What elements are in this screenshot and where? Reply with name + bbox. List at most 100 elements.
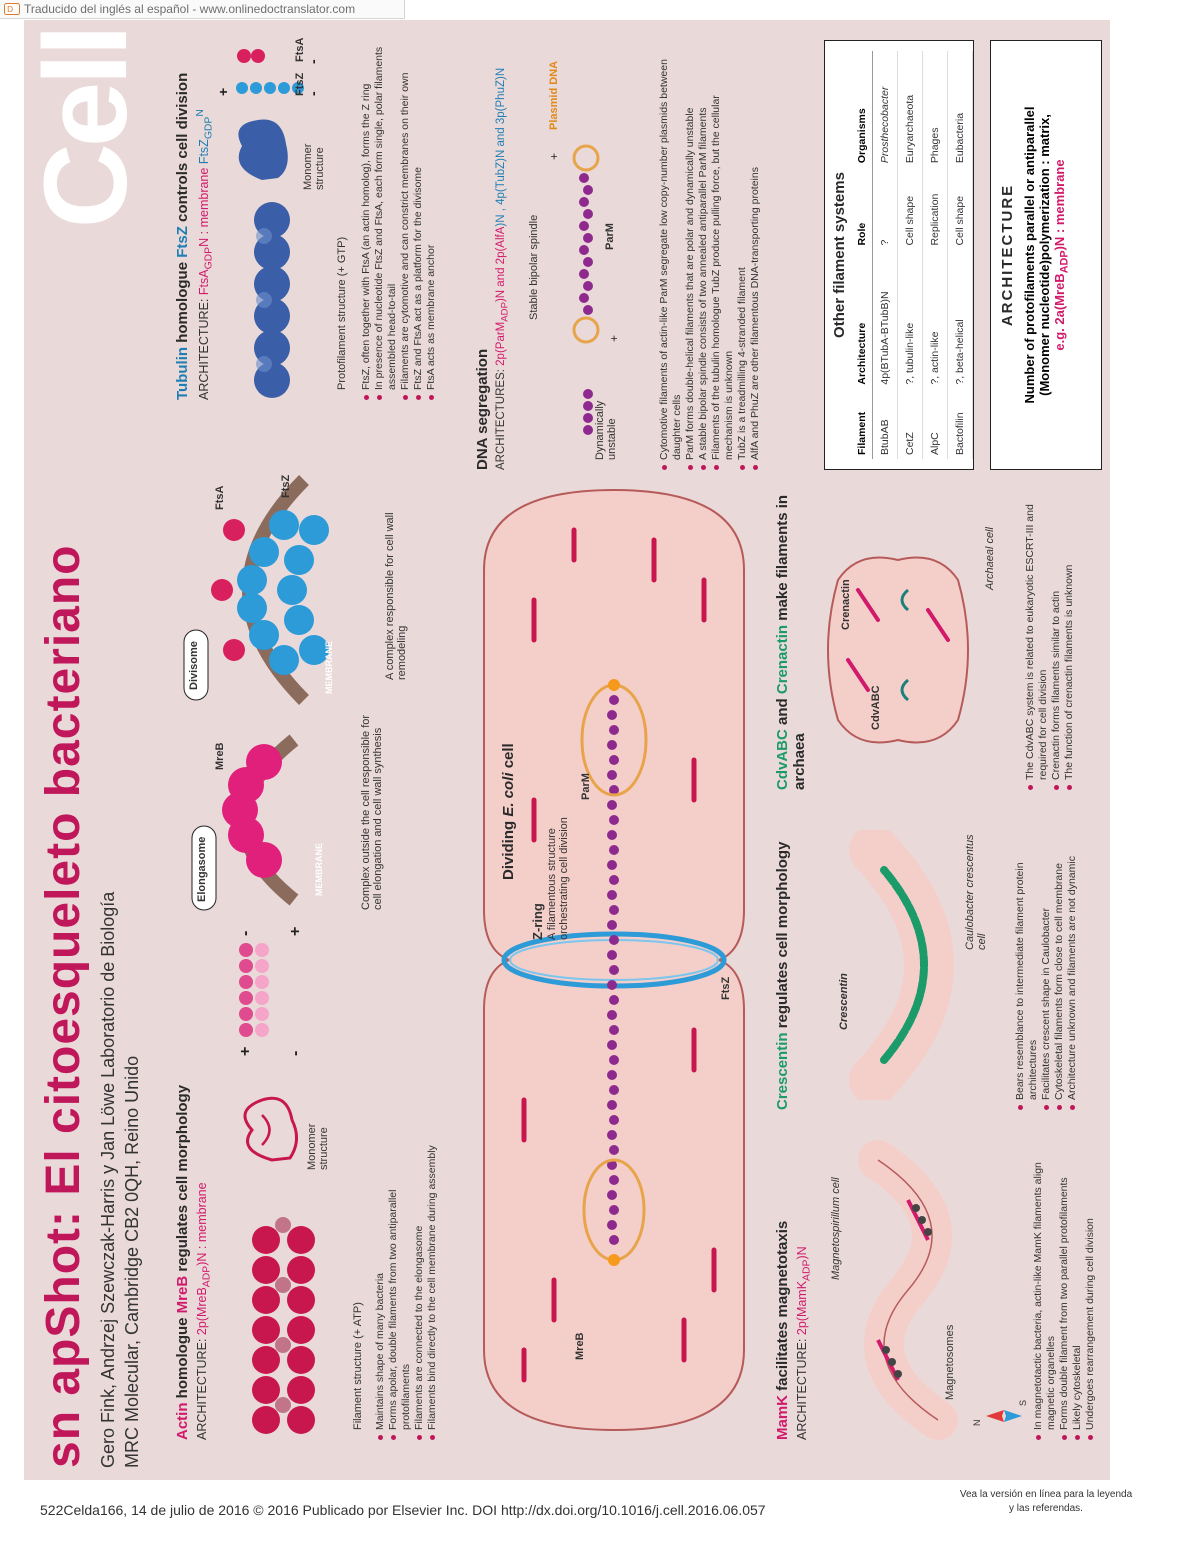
elongasome-membrane-label: MEMBRANE: [314, 843, 324, 896]
dna-section: DNA segregation ARCHITECTURES: 2p(ParMAD…: [474, 30, 774, 470]
dna-bullet-list: Cytomotive filaments of actin-like ParM …: [658, 40, 762, 470]
table-cell: BtubAB: [872, 388, 898, 459]
svg-text:+: +: [547, 153, 561, 160]
table-row: CetZ ?, tubulin-like Cell shape Euryarch…: [897, 51, 923, 459]
svg-text:+: +: [215, 88, 231, 96]
tubulin-arch-tail-sup: N: [195, 109, 206, 117]
svg-text:-: -: [237, 931, 254, 936]
actin-arch-rest: )N : membrane: [195, 1182, 209, 1266]
list-item: FtsA acts as membrane anchor: [425, 40, 438, 400]
translate-icon: D: [4, 3, 20, 15]
page-title: sn apShot: El citoesqueleto bacteriano: [37, 544, 90, 1469]
table-row: BtubAB 4p(BTubA-BTubB)N ? Prosthecobacte…: [872, 51, 898, 459]
mreb-filament: [252, 1217, 315, 1434]
translator-banner[interactable]: D Traducido del inglés al español - www.…: [0, 0, 405, 19]
crescentin-section: Crescentin regulates cell morphology Cre…: [774, 810, 1104, 1110]
table-header: Organisms: [852, 51, 873, 168]
divisome-panel: Divisome MEMBRANE FtsA FtsZ A complex re…: [174, 420, 454, 720]
authors-line-1: Gero Fink, Andrzej Szewczak-Harris y Jan…: [98, 891, 118, 1468]
ecoli-title-a: Dividing: [500, 816, 517, 880]
actin-arch-sub: ADP: [201, 1265, 213, 1288]
divisome-ftsz-label: FtsZ: [280, 474, 292, 498]
crescentin-label: Crescentin: [838, 973, 850, 1030]
list-item: FtsZ, often together with FtsA (an actin…: [360, 40, 373, 400]
poster: sn apShot: El citoesqueleto bacteriano G…: [20, 20, 1110, 1480]
list-item: Filaments of the tubulin homologue TubZ …: [710, 40, 736, 470]
cdv-name1: CdvABC: [774, 729, 791, 790]
crescentin-suffix: regulates cell morphology: [774, 841, 791, 1033]
footnote: Vea la versión en línea para la leyenda …: [959, 1489, 1133, 1514]
tubulin-architecture: ARCHITECTURE: FtsAGDPN : membrane FtsZGD…: [195, 30, 215, 400]
dna-plasmid-label: Plasmid DNA: [548, 60, 560, 130]
elongasome-diagram: [191, 734, 299, 911]
table-cell: Phages: [922, 51, 948, 168]
tubulin-arch-label: ARCHITECTURE:: [197, 295, 212, 400]
list-item: The function of crenactin filaments is u…: [1063, 490, 1076, 790]
elongasome-panel: Elongasome MEMBRANE MreB Complex outside…: [174, 660, 454, 920]
dna-arch-rest2: )N , 4p(TubZ: [495, 161, 507, 227]
ftsz-ftsa-polarity: + - -: [215, 49, 321, 96]
authors-line-2: MRC Molecular, Cambridge CB2 0QH, Reino …: [122, 1055, 142, 1468]
list-item: Maintains shape of many bacteria: [374, 1140, 387, 1440]
actin-section-title: Actin homologue MreB regulates cell morp…: [174, 900, 191, 1440]
tubulin-monomer-caption: Monomer structure: [302, 143, 326, 190]
ecoli-ftsz-label: FtsZ: [720, 976, 732, 1000]
elongasome-mreb-label: MreB: [214, 742, 226, 770]
table-cell: ?, actin-like: [922, 249, 948, 389]
tubulin-proto-caption: Protofilament structure (+ GTP): [336, 236, 348, 390]
list-item: Filaments are cytomotive and can constri…: [399, 40, 412, 400]
divisome-label: Divisome: [188, 641, 200, 690]
list-item: FtsZ and FtsA act as a platform for the …: [412, 40, 425, 400]
divisome-diagram: [183, 475, 329, 705]
actin-monomer-caption: Monomer structure: [306, 1123, 330, 1170]
list-item: AlfA and PhuZ are other filamentous DNA-…: [749, 40, 762, 470]
actin-bullet-list: Maintains shape of many bacteria Forms a…: [374, 1140, 439, 1440]
tubulin-section: Tubulin homologue FtsZ controls cell div…: [174, 30, 474, 400]
cdv-title: CdvABC and Crenactin make filaments in a…: [774, 490, 808, 790]
list-item: Filaments bind directly to the cell memb…: [426, 1140, 439, 1440]
table-header: Filament: [852, 388, 873, 459]
table-row: Bactofilin ?, beta-helical Cell shape Eu…: [947, 51, 973, 459]
table-header-row: Filament Architecture Role Organisms: [852, 51, 873, 459]
table-cell: CetZ: [897, 388, 923, 459]
ecoli-cell-diagram: [483, 488, 745, 1432]
crescentin-title: Crescentin regulates cell morphology: [774, 810, 791, 1110]
svg-text:-: -: [287, 1051, 304, 1056]
architecture-line3-sub: ADP: [1058, 250, 1071, 274]
actin-arch-label: ARCHITECTURE:: [195, 1335, 209, 1440]
other-filaments-table: Filament Architecture Role Organisms Btu…: [852, 51, 973, 459]
table-cell: Replication: [922, 167, 948, 250]
tubulin-arch-rest: N : membrane: [197, 167, 212, 247]
table-cell: ?, tubulin-like: [897, 249, 923, 389]
mamk-arch-rest: )N: [795, 1246, 809, 1260]
table-cell: ?, beta-helical: [947, 249, 973, 389]
list-item: Cytoskeletal filaments form close to cel…: [1053, 810, 1066, 1110]
dna-arch-label: ARCHITECTURES:: [495, 365, 507, 470]
mamk-arch-sub: ADP: [801, 1259, 813, 1281]
tubulin-arch-tail: FtsZ: [197, 139, 212, 165]
mamk-name: MamK: [774, 1394, 791, 1440]
svg-text:-: -: [305, 59, 321, 64]
table-header: Role: [852, 167, 873, 250]
actin-prefix: Actin: [174, 1402, 191, 1441]
cdv-crenactin-label: Crenactin: [840, 579, 852, 630]
dna-parm-label: ParM: [604, 223, 616, 250]
compass-n-label: N: [972, 1419, 982, 1427]
actin-architecture: ARCHITECTURE: 2p(MreBADP)N : membrane: [195, 900, 213, 1440]
list-item: Undergoes rearrangement during cell divi…: [1084, 1140, 1097, 1440]
architecture-line2: (Monomer nucleotide)polymerization : mat…: [1037, 114, 1052, 396]
divisome-caption: A complex responsible for cell wall remo…: [384, 512, 408, 680]
table-cell: Cell shape: [897, 167, 923, 250]
list-item: Architecture unknown and filaments are n…: [1066, 810, 1079, 1110]
list-item: Facilitates crescent shape in Caulobacte…: [1040, 810, 1053, 1110]
dna-dynamic-label: Dynamically unstable: [594, 400, 618, 460]
mamk-cell-label: Magnetospirillum cell: [830, 1177, 842, 1280]
table-cell: Prosthecobacter: [872, 51, 898, 168]
mreb-monomer: [243, 1096, 298, 1162]
ecoli-title-b: E. coli: [500, 772, 517, 817]
banner-text: Traducido del inglés al español - www.on…: [24, 2, 356, 16]
ecoli-title: Dividing E. coli cell: [500, 743, 517, 880]
table-cell: Bactofilin: [947, 388, 973, 459]
list-item: In magnetotactic bacteria, actin-like Ma…: [1032, 1140, 1058, 1440]
archaeal-cell-diagram: [827, 556, 969, 744]
